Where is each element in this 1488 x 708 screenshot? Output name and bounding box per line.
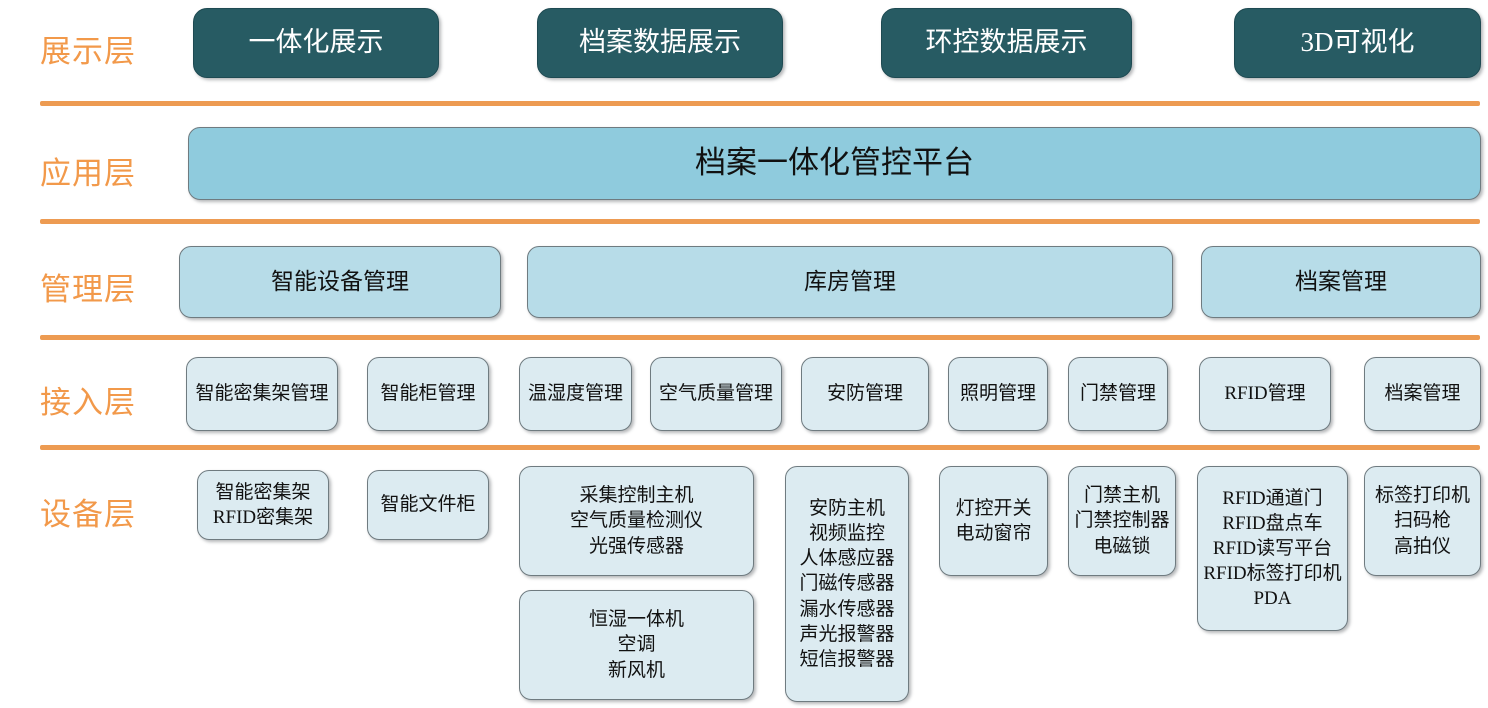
device-box-smart-file-cabinet[interactable]: 智能文件柜: [367, 470, 489, 540]
device-box-access-control-host[interactable]: 门禁主机 门禁控制器 电磁锁: [1068, 466, 1176, 576]
presentation-box-archive-data-display[interactable]: 档案数据展示: [537, 8, 783, 78]
layer-label-application: 应用层: [40, 156, 136, 191]
presentation-box-integrated-display[interactable]: 一体化展示: [193, 8, 439, 78]
divider-application-management: [40, 219, 1480, 224]
layer-label-management: 管理层: [40, 272, 136, 307]
application-box-archive-platform[interactable]: 档案一体化管控平台: [188, 127, 1481, 200]
layer-label-device: 设备层: [40, 497, 136, 532]
divider-management-access: [40, 335, 1480, 340]
management-box-warehouse-management[interactable]: 库房管理: [527, 246, 1173, 318]
device-box-smart-compact-shelf[interactable]: 智能密集架 RFID密集架: [197, 470, 329, 540]
divider-presentation-application: [40, 101, 1480, 106]
layer-label-presentation: 展示层: [40, 34, 136, 69]
device-box-acquisition-control-host[interactable]: 采集控制主机 空气质量检测仪 光强传感器: [519, 466, 754, 576]
access-box-smart-cabinet-management[interactable]: 智能柜管理: [367, 357, 489, 431]
device-box-label-printer[interactable]: 标签打印机 扫码枪 高拍仪: [1364, 466, 1481, 576]
access-box-rfid-management[interactable]: RFID管理: [1199, 357, 1331, 431]
access-box-temperature-humidity-management[interactable]: 温湿度管理: [519, 357, 632, 431]
access-box-security-management[interactable]: 安防管理: [801, 357, 929, 431]
access-box-archive-management[interactable]: 档案管理: [1364, 357, 1481, 431]
device-box-security-host[interactable]: 安防主机 视频监控 人体感应器 门磁传感器 漏水传感器 声光报警器 短信报警器: [785, 466, 909, 702]
device-box-light-control-switch[interactable]: 灯控开关 电动窗帘: [939, 466, 1048, 576]
access-box-lighting-management[interactable]: 照明管理: [948, 357, 1048, 431]
management-box-archive-management[interactable]: 档案管理: [1201, 246, 1481, 318]
device-box-constant-humidity-machine[interactable]: 恒湿一体机 空调 新风机: [519, 590, 754, 700]
access-box-air-quality-management[interactable]: 空气质量管理: [650, 357, 782, 431]
layer-label-access: 接入层: [40, 385, 136, 420]
presentation-box-3d-visualization[interactable]: 3D可视化: [1234, 8, 1481, 78]
divider-access-device: [40, 445, 1480, 450]
device-box-rfid-devices[interactable]: RFID通道门 RFID盘点车 RFID读写平台 RFID标签打印机 PDA: [1197, 466, 1348, 631]
access-box-smart-compact-shelf-management[interactable]: 智能密集架管理: [186, 357, 338, 431]
presentation-box-environment-data-display[interactable]: 环控数据展示: [881, 8, 1132, 78]
management-box-smart-device-management[interactable]: 智能设备管理: [179, 246, 501, 318]
access-box-access-control-management[interactable]: 门禁管理: [1068, 357, 1168, 431]
